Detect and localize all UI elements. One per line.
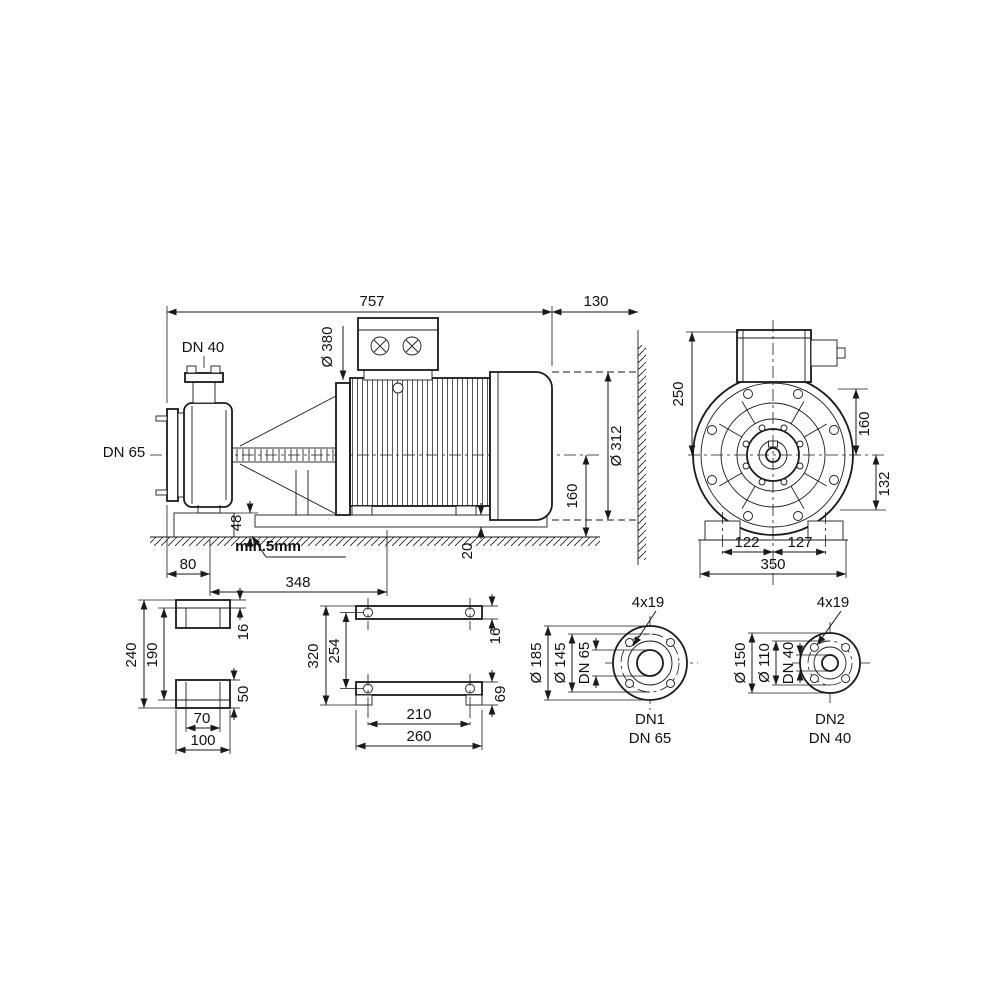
clearance-zone bbox=[552, 330, 646, 565]
dim-320: 320 bbox=[305, 643, 322, 668]
dim-80: 80 bbox=[180, 556, 197, 573]
dim-dn40-bore: DN 40 bbox=[780, 642, 797, 685]
dn2-label: DN2 bbox=[815, 711, 845, 728]
dim-16-baseplate: 16 bbox=[487, 628, 504, 645]
dim-132: 132 bbox=[876, 471, 893, 496]
dim-160-side: 160 bbox=[564, 483, 581, 508]
flange-dn2-view: 4x19 Ø 150 Ø 110 DN 40 DN2 DN 40 bbox=[732, 594, 870, 747]
dim-350: 350 bbox=[760, 556, 785, 573]
dim-100: 100 bbox=[190, 732, 215, 749]
terminal-screw-right bbox=[402, 336, 422, 356]
dim-190: 190 bbox=[144, 642, 161, 667]
foot-section-top bbox=[175, 599, 231, 629]
motor-foot-rear bbox=[455, 505, 477, 516]
motor-body bbox=[349, 377, 491, 516]
dim-250: 250 bbox=[670, 381, 687, 406]
dim-70: 70 bbox=[194, 710, 211, 727]
dim-757: 757 bbox=[359, 293, 384, 310]
label-dn40: DN 40 bbox=[182, 339, 225, 356]
dim-130: 130 bbox=[583, 293, 608, 310]
dim-240: 240 bbox=[123, 642, 140, 667]
dim-110: Ø 110 bbox=[756, 643, 773, 683]
dim-127: 127 bbox=[787, 534, 812, 551]
front-view: 250 160 132 122 127 350 bbox=[670, 320, 893, 585]
dim-69: 69 bbox=[492, 686, 509, 703]
dn1-outer-circle bbox=[612, 625, 688, 701]
baseplate-top-member bbox=[355, 598, 483, 630]
dn2-bolt-holes bbox=[809, 642, 851, 684]
dn2-bolt-note: 4x19 bbox=[817, 594, 850, 611]
cable-gland-box bbox=[810, 339, 838, 367]
dim-160-front: 160 bbox=[856, 411, 873, 436]
dn1-sublabel: DN 65 bbox=[629, 730, 672, 747]
dim-348: 348 bbox=[285, 574, 310, 591]
flange-ribs bbox=[719, 401, 827, 509]
dim-50: 50 bbox=[235, 686, 252, 703]
dim-122: 122 bbox=[734, 534, 759, 551]
dn1-label: DN1 bbox=[635, 711, 665, 728]
pump-casing bbox=[183, 402, 233, 514]
baseplate-bottom-member bbox=[355, 674, 483, 706]
dim-260: 260 bbox=[406, 728, 431, 745]
dim-48: 48 bbox=[228, 515, 245, 532]
front-view-dimensions: 250 160 132 122 127 350 bbox=[670, 331, 893, 578]
side-view-dimensions: 757 130 DN 40 DN 65 Ø 380 Ø 312 160 48 2… bbox=[103, 293, 638, 596]
dn1-bolt-circle bbox=[620, 633, 680, 693]
coupling-guard bbox=[231, 447, 337, 463]
dim-150: Ø 150 bbox=[732, 643, 749, 684]
dn1-bolt-note: 4x19 bbox=[632, 594, 665, 611]
lifting-eye bbox=[392, 382, 404, 394]
baseplate-dimensions: 320 254 16 69 210 260 bbox=[305, 594, 509, 750]
note-grout: min.5mm bbox=[235, 538, 301, 555]
terminal-screw-left bbox=[370, 336, 390, 356]
ground-hatch bbox=[150, 537, 600, 546]
cable-gland bbox=[836, 347, 846, 359]
baseplate-section-view: 320 254 16 69 210 260 bbox=[305, 594, 509, 750]
flange-dn2-dimensions: 4x19 Ø 150 Ø 110 DN 40 DN2 DN 40 bbox=[732, 594, 851, 747]
side-view: 757 130 DN 40 DN 65 Ø 380 Ø 312 160 48 2… bbox=[103, 293, 646, 596]
pump-pedestal bbox=[173, 512, 235, 538]
dim-210: 210 bbox=[406, 706, 431, 723]
dn2-sublabel: DN 40 bbox=[809, 730, 852, 747]
flange-bolt-holes bbox=[707, 389, 839, 521]
dim-185: Ø 185 bbox=[528, 643, 545, 684]
base-plate bbox=[254, 514, 548, 528]
dim-380: Ø 380 bbox=[319, 327, 336, 368]
foot-section-view: 240 190 16 50 70 100 bbox=[123, 588, 252, 754]
dn1-bolt-holes bbox=[625, 638, 675, 688]
dim-312: Ø 312 bbox=[608, 426, 625, 467]
foot-section-dimensions: 240 190 16 50 70 100 bbox=[123, 588, 252, 754]
flange-dn1-view: 4x19 Ø 185 Ø 145 DN 65 DN1 DN 65 bbox=[528, 594, 698, 747]
fan-cover bbox=[489, 371, 553, 521]
motor-foot-front bbox=[351, 505, 373, 516]
dn2-outer-circle bbox=[799, 632, 861, 694]
terminal-box-side bbox=[357, 317, 439, 381]
terminal-box-front bbox=[736, 329, 846, 383]
flange-dn1-dimensions: 4x19 Ø 185 Ø 145 DN 65 DN1 DN 65 bbox=[528, 594, 671, 747]
discharge-flange bbox=[184, 365, 224, 404]
dim-dn65-bore: DN 65 bbox=[576, 642, 593, 685]
label-dn65: DN 65 bbox=[103, 444, 146, 461]
dim-16-foot: 16 bbox=[235, 624, 252, 641]
dim-254: 254 bbox=[326, 638, 343, 663]
foot-section-bottom bbox=[175, 679, 231, 709]
dim-145: Ø 145 bbox=[552, 643, 569, 684]
wall-hatch bbox=[638, 345, 646, 560]
support-bracket bbox=[239, 395, 337, 515]
motor-flange bbox=[335, 382, 351, 516]
dim-20: 20 bbox=[459, 543, 476, 560]
